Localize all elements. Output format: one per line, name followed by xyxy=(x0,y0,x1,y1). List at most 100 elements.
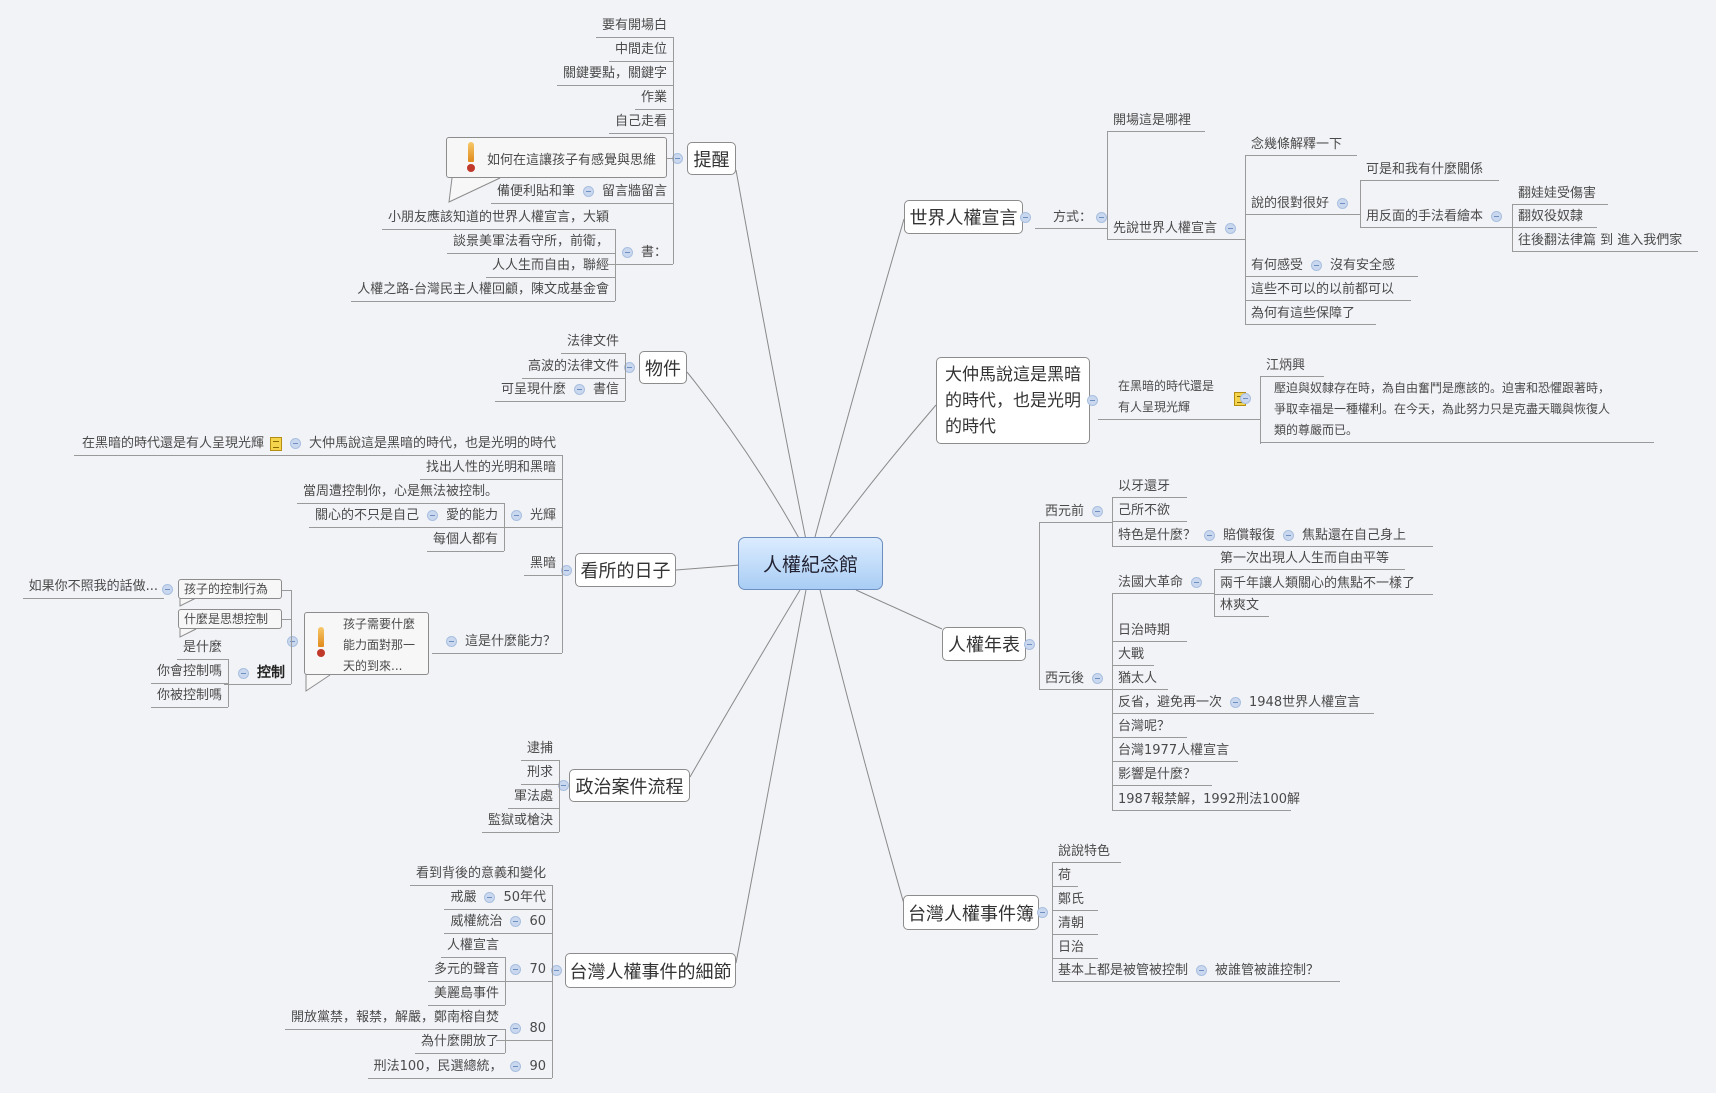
collapse-icon[interactable] xyxy=(445,636,457,647)
list-item[interactable]: 人權宣言 xyxy=(440,935,505,958)
list-item[interactable]: 以牙還牙 xyxy=(1112,476,1187,498)
list-item[interactable]: 台灣1977人權宣言 xyxy=(1112,740,1238,762)
callout-thought-control[interactable]: 什麼是思想控制 xyxy=(178,609,282,629)
list-item[interactable]: 監獄或槍決 xyxy=(481,810,559,833)
list-item-message-wall[interactable]: 備便利貼和筆留言牆留言 xyxy=(490,181,673,204)
list-item[interactable]: 美麗島事件 xyxy=(427,983,505,1006)
list-item-dumas[interactable]: 在黑暗的時代還是有人呈現光輝大仲馬說這是黑暗的時代，也是光明的時代 xyxy=(73,433,562,456)
collapse-icon[interactable] xyxy=(510,1023,522,1034)
list-item[interactable]: 開放黨禁，報禁，解嚴，鄭南榕自焚 xyxy=(284,1007,505,1030)
list-item[interactable]: 自己走看 xyxy=(608,111,673,134)
collapse-icon[interactable] xyxy=(1283,530,1295,541)
list-item[interactable]: 小朋友應該知道的世界人權宣言，大穎 xyxy=(381,207,615,230)
list-item[interactable]: 刑求 xyxy=(520,762,559,785)
list-item[interactable]: 己所不欲 xyxy=(1112,500,1187,522)
list-item[interactable]: 第一次出現人人生而自由平等 xyxy=(1214,548,1405,570)
list-item-70s[interactable]: 70 xyxy=(496,959,552,982)
topic-objects[interactable]: 物件 xyxy=(639,351,687,384)
list-item[interactable]: 林爽文 xyxy=(1214,595,1269,617)
collapse-icon[interactable] xyxy=(561,565,572,576)
list-item-controlled[interactable]: 基本上都是被管被控制被誰管被誰控制？ xyxy=(1052,960,1340,982)
collapse-icon[interactable] xyxy=(1196,965,1208,976)
collapse-icon[interactable] xyxy=(621,247,633,258)
topic-udhr[interactable]: 世界人權宣言 xyxy=(904,200,1023,234)
collapse-icon[interactable] xyxy=(1092,673,1104,684)
list-item-first[interactable]: 先說世界人權宣言 xyxy=(1107,218,1245,240)
list-item-80s[interactable]: 80 xyxy=(496,1018,552,1041)
callout-child-control[interactable]: 孩子的控制行為 xyxy=(178,579,282,599)
collapse-icon[interactable] xyxy=(1225,223,1237,234)
list-item[interactable]: 找出人性的光明和黑暗 xyxy=(419,457,562,480)
list-item[interactable]: 1987報禁解，1992刑法100解 xyxy=(1112,789,1300,811)
list-item[interactable]: 人人生而自由，聯經 xyxy=(485,255,615,278)
list-item[interactable]: 為什麼開放了 xyxy=(414,1031,505,1054)
callout-reminder[interactable]: 如何在這讓孩子有感覺與思維 xyxy=(446,137,667,178)
collapse-icon[interactable] xyxy=(1020,212,1031,223)
list-item[interactable]: 兩千年讓人類關心的焦點不一樣了 xyxy=(1214,573,1433,595)
list-item[interactable]: 影響是什麼？ xyxy=(1112,764,1212,786)
list-item[interactable]: 如果你不照我的話做... xyxy=(22,576,164,599)
list-item-love[interactable]: 關心的不只是自己愛的能力 xyxy=(308,505,504,528)
list-item-light[interactable]: 光輝 xyxy=(496,505,562,528)
collapse-icon[interactable] xyxy=(510,916,522,927)
topic-political-cases[interactable]: 政治案件流程 xyxy=(569,769,690,802)
list-item[interactable]: 這些不可以的以前都可以 xyxy=(1245,279,1411,301)
list-item-feel[interactable]: 有何感受沒有安全感 xyxy=(1245,255,1418,277)
collapse-icon[interactable] xyxy=(510,964,522,975)
list-item-dumas-sub[interactable]: 在黑暗的時代還是 有人呈現光輝 xyxy=(1098,376,1260,420)
topic-timeline[interactable]: 人權年表 xyxy=(942,627,1026,661)
note-icon[interactable] xyxy=(269,436,282,451)
list-item[interactable]: 看到背後的意義和變化 xyxy=(409,863,552,886)
list-item[interactable]: 大戰 xyxy=(1112,644,1154,666)
list-item[interactable]: 江炳興 xyxy=(1260,355,1324,377)
collapse-icon[interactable] xyxy=(551,965,562,976)
list-item[interactable]: 多元的聲音 xyxy=(427,959,505,982)
list-item[interactable]: 人權之路-台灣民主人權回顧，陳文成基金會 xyxy=(351,279,615,302)
list-item-ad[interactable]: 西元後 xyxy=(1039,668,1112,690)
list-item[interactable]: 中間走位 xyxy=(608,39,673,62)
topic-dumas[interactable]: 大仲馬說這是黑暗 的時代，也是光明 的時代 xyxy=(936,357,1090,444)
list-item-method[interactable]: 方式： xyxy=(1035,207,1108,229)
list-item-good[interactable]: 說的很對很好 xyxy=(1245,193,1360,215)
collapse-icon[interactable] xyxy=(1092,506,1104,517)
collapse-icon[interactable] xyxy=(1087,395,1098,406)
collapse-icon[interactable] xyxy=(1337,198,1349,209)
callout-ability[interactable]: 孩子需要什麼 能力面對那一 天的到來... xyxy=(304,612,429,675)
collapse-icon[interactable] xyxy=(624,362,635,373)
collapse-icon[interactable] xyxy=(1204,530,1216,541)
list-item-reverse[interactable]: 用反面的手法看繪本 xyxy=(1360,206,1512,228)
collapse-icon[interactable] xyxy=(558,780,569,791)
list-item-90s[interactable]: 刑法100，民選總統，90 xyxy=(367,1056,552,1079)
list-item[interactable]: 說說特色 xyxy=(1052,841,1121,863)
list-item[interactable]: 日治時期 xyxy=(1112,620,1187,642)
list-item[interactable]: 可是和我有什麼關係 xyxy=(1360,159,1499,181)
collapse-icon[interactable] xyxy=(1311,260,1323,271)
collapse-icon[interactable] xyxy=(1230,697,1242,708)
collapse-icon[interactable] xyxy=(1037,907,1048,918)
list-item-letters[interactable]: 可呈現什麼書信 xyxy=(494,379,625,402)
list-item[interactable]: 當周遭控制你，心是無法被控制。 xyxy=(296,481,504,504)
list-item[interactable]: 往後翻法律篇 到 進入我們家 xyxy=(1512,230,1698,252)
list-item[interactable]: 台灣呢？ xyxy=(1112,716,1187,738)
list-item-ability[interactable]: 這是什麼能力？ xyxy=(431,631,562,654)
collapse-icon[interactable] xyxy=(426,510,438,521)
collapse-icon[interactable] xyxy=(289,438,301,449)
list-item[interactable]: 高波的法律文件 xyxy=(521,356,625,379)
list-item-control[interactable]: 控制 xyxy=(224,662,291,685)
list-item[interactable]: 談景美軍法看守所，前衛， xyxy=(446,231,615,254)
list-item[interactable]: 翻娃娃受傷害 xyxy=(1512,183,1608,205)
list-item[interactable]: 黑暗 xyxy=(523,553,562,576)
list-item[interactable]: 你會控制嗎 xyxy=(150,661,228,684)
list-item[interactable]: 關鍵要點，關鍵字 xyxy=(556,63,673,86)
collapse-icon[interactable] xyxy=(238,668,249,679)
list-item[interactable]: 作業 xyxy=(634,87,673,110)
collapse-icon[interactable] xyxy=(162,584,173,595)
list-item-french[interactable]: 法國大革命 xyxy=(1112,572,1214,594)
collapse-icon[interactable] xyxy=(573,384,585,395)
collapse-icon[interactable] xyxy=(484,892,496,903)
collapse-icon[interactable] xyxy=(1191,577,1203,588)
collapse-icon[interactable] xyxy=(1024,639,1035,650)
list-item[interactable]: 為何有這些保障了 xyxy=(1245,303,1376,325)
